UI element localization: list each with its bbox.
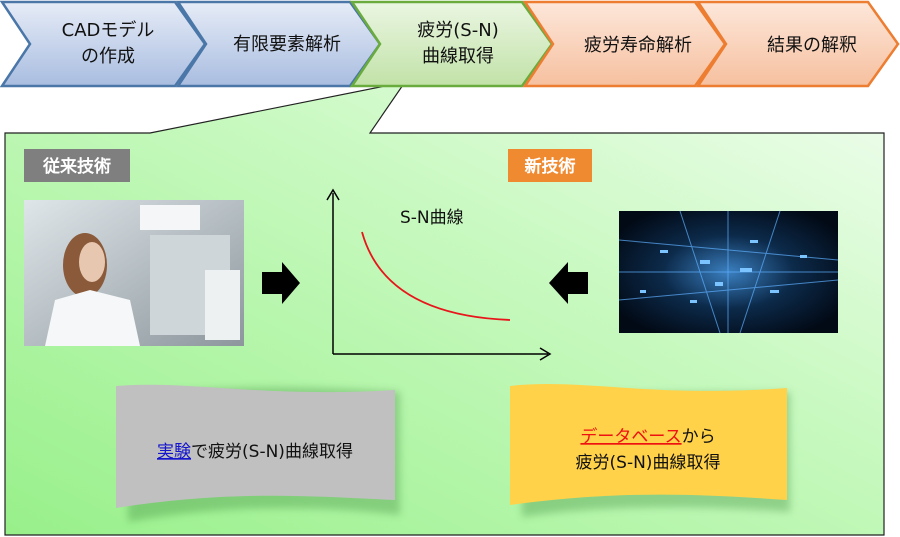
step-label: 結果の解釈 bbox=[767, 35, 857, 56]
step-label: CADモデル bbox=[62, 20, 155, 41]
database-highlight: データベース bbox=[580, 426, 681, 447]
process-chevrons: CADモデル の作成 有限要素解析 疲労(S-N) 曲線取得 疲労寿命解析 結果… bbox=[0, 0, 900, 88]
conventional-banner-text: 実験で疲労(S-N)曲線取得 bbox=[157, 442, 353, 462]
conventional-banner bbox=[116, 384, 395, 508]
step-fea[interactable] bbox=[175, 0, 382, 88]
new-banner-text: データベースから bbox=[580, 426, 715, 447]
step-label: 有限要素解析 bbox=[233, 34, 341, 55]
scientist-lab-photo bbox=[24, 200, 244, 346]
step-label: 疲労(S-N) bbox=[417, 20, 498, 41]
new-banner-text-line2: 疲労(S-N)曲線取得 bbox=[576, 453, 721, 473]
step-sn-curve[interactable] bbox=[349, 0, 554, 88]
arrow-right-icon bbox=[262, 262, 300, 304]
step-label: の作成 bbox=[81, 46, 135, 67]
step-label: 疲労寿命解析 bbox=[584, 35, 692, 56]
step-label: 曲線取得 bbox=[422, 46, 494, 67]
new-tech-badge bbox=[508, 149, 592, 182]
y-axis-arrowhead bbox=[326, 188, 340, 201]
x-axis-arrowhead bbox=[539, 347, 552, 361]
conventional-tech-badge bbox=[24, 149, 130, 182]
step-fatigue-life[interactable] bbox=[522, 0, 727, 88]
sn-curve-chart: S-N曲線 bbox=[326, 188, 552, 361]
new-tech-banner bbox=[510, 384, 787, 505]
digital-data-network-image bbox=[618, 210, 839, 334]
arrow-left-icon bbox=[549, 262, 588, 304]
experiment-highlight: 実験 bbox=[157, 442, 191, 462]
step-cad-model[interactable] bbox=[0, 0, 207, 88]
conventional-tech-label: 従来技術 bbox=[42, 156, 111, 177]
sn-curve-label: S-N曲線 bbox=[400, 208, 464, 228]
sn-curve-line bbox=[361, 231, 511, 321]
new-tech-label: 新技術 bbox=[525, 156, 576, 177]
step-results[interactable] bbox=[695, 0, 900, 88]
